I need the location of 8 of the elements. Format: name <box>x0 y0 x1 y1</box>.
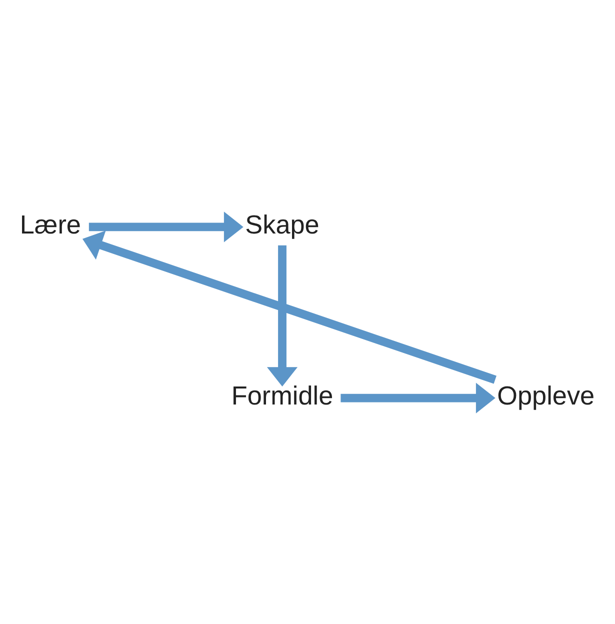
arrow <box>266 244 298 386</box>
node-text: Lære <box>20 208 81 239</box>
arrow <box>88 211 244 242</box>
node-text: Oppleve <box>497 380 595 410</box>
arrow <box>340 382 496 413</box>
node-text: Skape <box>245 208 320 239</box>
node-text: Formidle <box>231 380 334 410</box>
arrow <box>82 230 496 384</box>
